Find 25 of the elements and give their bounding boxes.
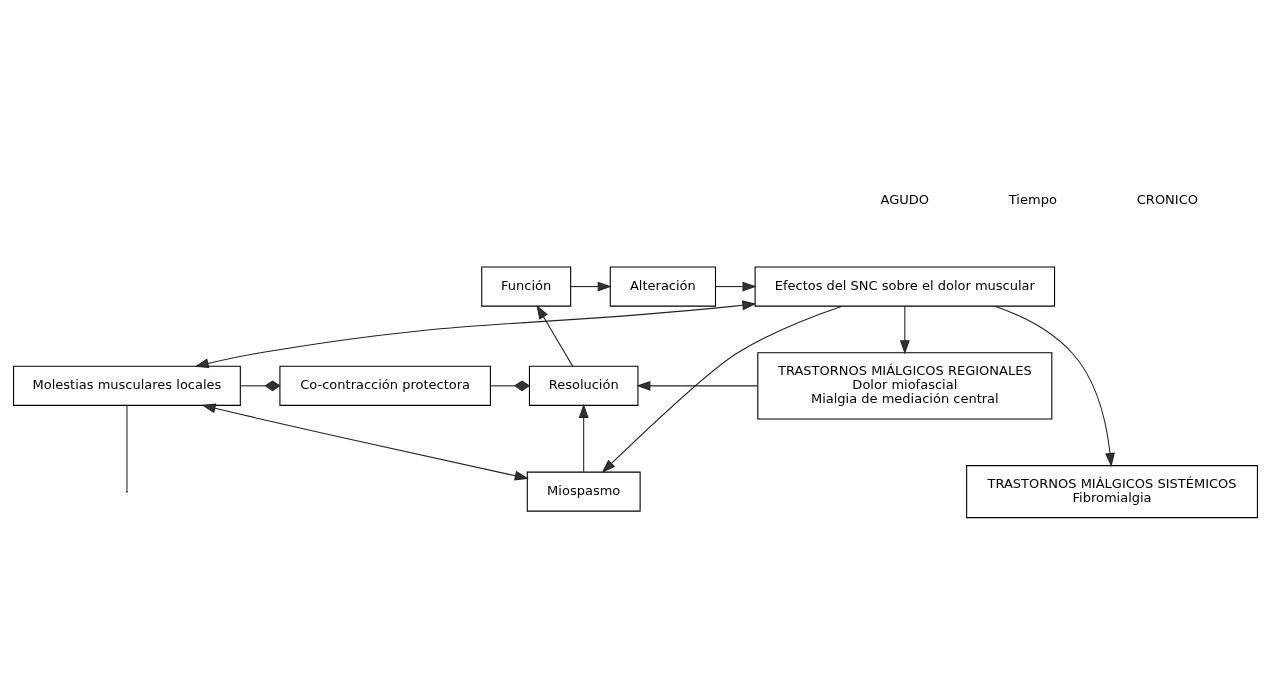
- node-box: Efectos del SNC sobre el dolor muscular: [754, 266, 1056, 307]
- arrow: [194, 299, 757, 368]
- node-box: Miospasmo: [526, 471, 641, 512]
- arrow: [899, 305, 910, 354]
- connector: [239, 379, 281, 391]
- arrow: [570, 281, 612, 291]
- arrow: [715, 281, 757, 291]
- label: AGUDO: [880, 191, 930, 207]
- label: CRONICO: [1136, 191, 1198, 207]
- node-box: TRASTORNOS MIÁLGICOS SISTÉMICOS Fibromialgia: [966, 464, 1258, 518]
- node-box: Co-contracción protectora: [279, 365, 491, 406]
- connector: [490, 379, 531, 391]
- arrow: [601, 305, 843, 473]
- node-box: Molestias musculares locales: [13, 365, 241, 406]
- node-box: Función: [481, 266, 572, 307]
- arrow: [536, 304, 574, 367]
- node-box: Alteración: [609, 266, 717, 307]
- arrow: [201, 403, 529, 481]
- node-box: Resolución: [528, 365, 639, 406]
- arrow: [636, 380, 758, 391]
- label: Tiempo: [1008, 191, 1057, 207]
- arrow: [578, 403, 589, 472]
- node-box: TRASTORNOS MIÁLGICOS REGIONALES Dolor miofascial Mialgia de mediación central: [757, 351, 1053, 419]
- arrow: [994, 305, 1115, 467]
- connector: [126, 404, 128, 491]
